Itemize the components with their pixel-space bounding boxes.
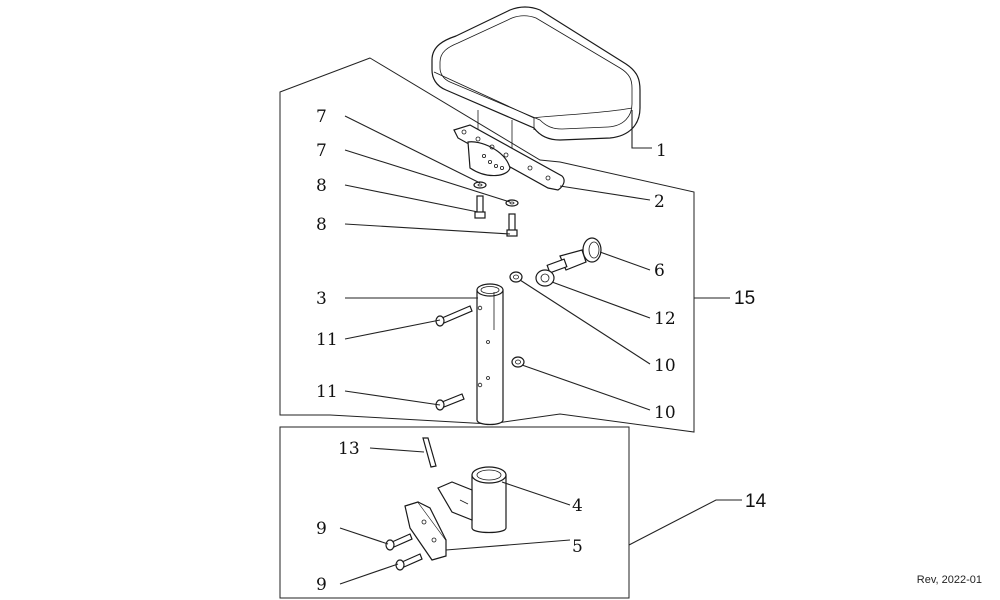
receiver-sleeve — [437, 466, 507, 534]
lower-assembly-outline — [279, 426, 630, 599]
clamp-bolt-lower — [395, 553, 423, 571]
revision-label: Rev, 2022-01 — [916, 574, 982, 586]
callout-13: 13 — [338, 439, 360, 459]
clamp-plate — [404, 501, 447, 561]
callout-9-upper: 9 — [316, 519, 327, 539]
screw-right — [506, 213, 518, 237]
hex-nut-upper — [509, 271, 523, 283]
callout-8-lower: 8 — [316, 215, 327, 235]
callout-12: 12 — [654, 309, 676, 329]
callout-1: 1 — [656, 141, 667, 161]
callout-2: 2 — [654, 192, 665, 212]
callout-7-upper: 7 — [316, 107, 327, 127]
leader-lines — [339, 110, 742, 585]
callout-6: 6 — [654, 261, 665, 281]
retaining-pin — [422, 437, 437, 468]
seat-bracket — [453, 124, 565, 191]
knob-nut — [535, 269, 555, 287]
callout-4: 4 — [572, 496, 583, 516]
group-label-14: 14 — [745, 491, 767, 512]
callout-8-upper: 8 — [316, 176, 327, 196]
callout-5: 5 — [572, 537, 583, 557]
upper-assembly-outline — [279, 57, 695, 433]
callout-9-lower: 9 — [316, 575, 327, 595]
callout-3: 3 — [316, 289, 327, 309]
seat-pad — [431, 6, 641, 150]
group-label-15: 15 — [734, 288, 755, 309]
locking-knob — [546, 237, 602, 274]
bolt-lower — [435, 393, 465, 411]
clamp-bolt-upper — [385, 533, 413, 551]
seat-post-tube — [476, 283, 504, 426]
screw-left — [474, 195, 486, 219]
callout-11-upper: 11 — [316, 330, 338, 350]
callout-7-lower: 7 — [316, 141, 327, 161]
callout-10-upper: 10 — [654, 356, 676, 376]
callout-11-lower: 11 — [316, 382, 338, 402]
bolt-upper — [435, 305, 473, 327]
hex-nut-lower — [511, 356, 525, 368]
washer-left — [473, 181, 487, 189]
callout-10-lower: 10 — [654, 403, 676, 423]
